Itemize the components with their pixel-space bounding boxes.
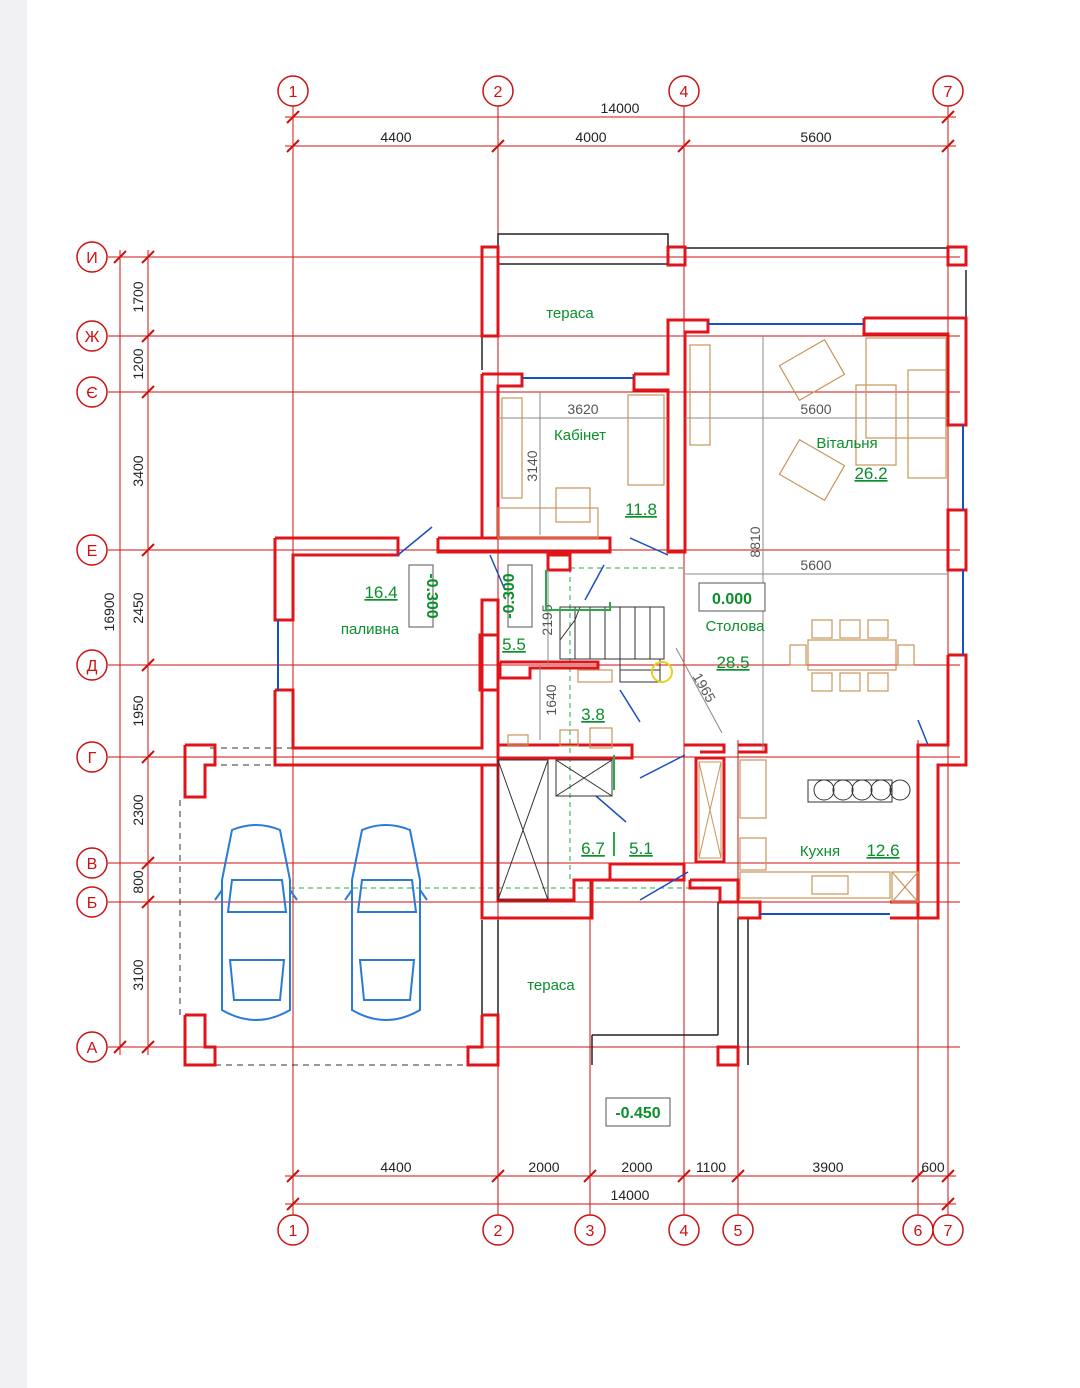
furniture (497, 337, 947, 903)
axis-labels: 1 2 4 7 1 2 3 4 5 6 7 И Ж Є Е Д Г В Б А (85, 84, 953, 1240)
windows (277, 323, 964, 915)
storage-areas (497, 759, 613, 901)
room-kitchen: Кухня (800, 843, 840, 860)
dim-bottom-2: 2000 (528, 1159, 559, 1175)
room-labels: тераса Кабінет 11.8 Вітальня 26.2 16.4 п… (341, 305, 900, 994)
side-strip (0, 0, 27, 1388)
dim-bottom-total: 14000 (611, 1187, 650, 1203)
dim-bottom-5: 3900 (812, 1159, 843, 1175)
room-terrace-top: тераса (546, 305, 594, 322)
light-fixture-icon (651, 661, 673, 683)
room-living: Вітальня (816, 435, 877, 452)
axis-bottom-1: 1 (289, 1223, 298, 1240)
dim-left-4: 2450 (130, 592, 146, 623)
level-main: 0.000 (712, 591, 752, 608)
staircase (559, 606, 665, 683)
car-left (214, 824, 298, 1021)
axis-bottom-6: 6 (914, 1223, 923, 1240)
axis-bottom-7: 7 (944, 1223, 953, 1240)
dimension-texts: 14000 4400 4000 5600 4400 2000 2000 1100… (101, 100, 945, 1203)
dim-left-3: 3400 (130, 455, 146, 486)
door-swings (397, 526, 929, 901)
area-living: 26.2 (854, 464, 887, 483)
grid-axes (108, 105, 960, 1215)
dim-8810: 8810 (747, 526, 763, 557)
axis-left-ye: Є (86, 385, 98, 402)
kitchen-island (807, 779, 911, 803)
axis-left-zh: Ж (85, 329, 100, 346)
room-cabinet: Кабінет (554, 427, 606, 444)
axis-bottom-2: 2 (494, 1223, 503, 1240)
area-5-5: 5.5 (502, 635, 526, 654)
wardrobe (698, 761, 722, 859)
dim-2195: 2195 (539, 604, 555, 635)
dim-top-1: 4400 (380, 129, 411, 145)
interior-dim-lines (498, 336, 948, 750)
axis-top-1: 1 (289, 84, 298, 101)
level-boiler: -0.300 (423, 573, 440, 618)
carport-outline (179, 747, 470, 1066)
axis-top-7: 7 (944, 84, 953, 101)
dim-left-6: 2300 (130, 794, 146, 825)
dim-left-total: 16900 (101, 592, 117, 631)
dim-top-total: 14000 (601, 100, 640, 116)
dim-top-2: 4000 (575, 129, 606, 145)
dim-bottom-4: 1100 (696, 1159, 726, 1175)
level-marks: 0.000 -0.300 -0.300 -0.450 (408, 564, 766, 1127)
dimension-ticks (113, 110, 955, 1211)
axis-top-2: 2 (494, 84, 503, 101)
axis-bottom-5: 5 (734, 1223, 743, 1240)
area-cabinet: 11.8 (625, 500, 657, 519)
dim-top-3: 5600 (800, 129, 831, 145)
axis-left-i: И (86, 250, 98, 267)
level-outside: -0.450 (615, 1105, 660, 1122)
dim-bottom-3: 2000 (621, 1159, 652, 1175)
dim-living-width: 5600 (800, 401, 831, 417)
car-right (344, 824, 428, 1021)
dim-left-7: 800 (130, 870, 146, 894)
dim-bottom-6: 600 (921, 1159, 945, 1175)
axis-left-b: Б (87, 895, 98, 912)
area-3-8: 3.8 (581, 705, 605, 724)
dimension-lines (119, 116, 956, 1205)
area-5-1: 5.1 (629, 839, 653, 858)
room-dining: Столова (706, 618, 766, 635)
dim-1640: 1640 (543, 684, 559, 715)
dim-1965: 1965 (690, 670, 720, 705)
area-dining: 28.5 (716, 653, 749, 672)
axis-left-h: Г (88, 750, 97, 767)
axis-top-4: 4 (680, 84, 689, 101)
green-dashed (290, 567, 720, 889)
area-kitchen: 12.6 (866, 841, 899, 860)
level-hall: -0.300 (501, 573, 518, 618)
dim-left-5: 1950 (130, 695, 146, 726)
dim-cabinet-width: 3620 (567, 401, 598, 417)
axis-bottom-3: 3 (586, 1223, 595, 1240)
axis-bottom-4: 4 (680, 1223, 689, 1240)
dim-left-8: 3100 (130, 959, 146, 990)
area-6-7: 6.7 (581, 839, 605, 858)
axis-left-d: Д (87, 658, 98, 675)
dim-cabinet-height: 3140 (524, 450, 540, 481)
dim-left-1: 1700 (130, 281, 146, 312)
axis-bubbles (76, 75, 964, 1246)
room-boiler: паливна (341, 621, 400, 638)
dim-dining-width: 5600 (800, 557, 831, 573)
terrace-outline (481, 233, 967, 1065)
area-boiler: 16.4 (364, 583, 397, 602)
room-terrace-bottom: тераса (527, 977, 575, 994)
axis-left-e: Е (87, 543, 98, 560)
dim-bottom-1: 4400 (380, 1159, 411, 1175)
axis-left-a: А (87, 1040, 98, 1057)
dim-left-2: 1200 (130, 348, 146, 379)
stair-green (545, 570, 615, 856)
axis-left-v: В (87, 856, 98, 873)
